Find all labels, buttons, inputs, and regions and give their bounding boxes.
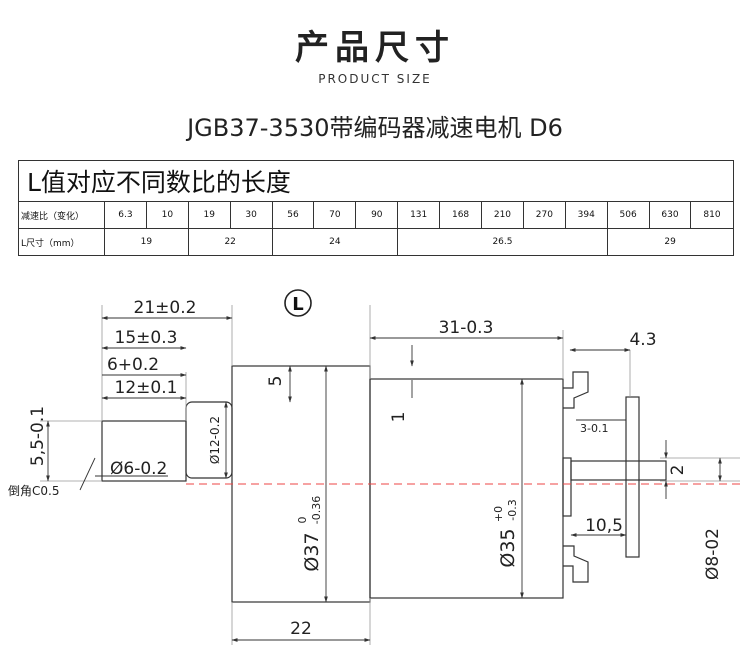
dim-4-3: 4.3: [629, 330, 656, 350]
encoder-shaft: [570, 460, 667, 481]
encoder-disc: [625, 396, 640, 558]
length-cell: 26.5: [397, 228, 608, 256]
ratio-cell: 10: [145, 201, 189, 229]
length-row: L尺寸（mm） 19 22 24 26.5 29: [18, 228, 734, 256]
length-cell: 22: [187, 228, 273, 256]
ratio-cell: 630: [648, 201, 692, 229]
dim-12: 12±0.1: [115, 378, 178, 398]
ratio-cell: 131: [397, 201, 441, 229]
length-cell: 24: [271, 228, 399, 256]
dim-3: 3-0.1: [580, 422, 608, 435]
terminal-top: [563, 371, 589, 409]
dim-31: 31-0.3: [439, 318, 494, 338]
dim-d37: Ø37: [301, 532, 323, 571]
dim-d37-tol-bot: -0.36: [310, 496, 323, 524]
dimension-labels: 21±0.2 15±0.3 6+0.2 12±0.1 5,5-0.1 倒角C0.…: [8, 298, 723, 639]
terminal-bottom: [563, 545, 589, 583]
dim-1: 1: [389, 412, 409, 423]
ratio-cell: 810: [690, 201, 734, 229]
page-subtitle: PRODUCT SIZE: [318, 72, 432, 86]
table-caption: L值对应不同数比的长度: [18, 160, 734, 202]
l-marker-circle: [284, 289, 312, 317]
dim-d8: Ø8-02: [703, 528, 723, 580]
l-marker-label: L: [292, 294, 303, 315]
chamfer-label: 倒角C0.5: [8, 484, 59, 498]
ratio-cell: 394: [564, 201, 608, 229]
dim-d35-tol-bot: -0.3: [506, 499, 519, 520]
dim-21: 21±0.2: [134, 298, 197, 318]
dim-d6: Ø6-0.2: [110, 459, 167, 479]
model-name: JGB37-3530带编码器减速电机 D6: [187, 114, 563, 142]
dim-d35: Ø35: [497, 528, 519, 567]
dimension-lines: [46, 316, 722, 642]
dim-d35-tol-top: +0: [492, 506, 505, 522]
length-cell: 19: [104, 228, 189, 256]
dim-15: 15±0.3: [115, 328, 178, 348]
page-title: 产品尺寸: [295, 28, 455, 68]
ratio-cell: 19: [187, 201, 231, 229]
dim-d37-tol-top: 0: [296, 517, 309, 524]
ratio-row-header: 减速比（变化）: [18, 201, 105, 229]
dim-2: 2: [668, 465, 688, 476]
length-ratio-table: L值对应不同数比的长度 减速比（变化） 6.3 10 19 30 56 70 9…: [18, 160, 734, 256]
ratio-cell: 168: [439, 201, 483, 229]
dim-22: 22: [290, 619, 312, 639]
length-row-header: L尺寸（mm）: [18, 228, 105, 256]
ratio-cell: 210: [481, 201, 524, 229]
length-cell: 29: [606, 228, 734, 256]
dim-10-5: 10,5: [585, 516, 623, 536]
dim-6: 6+0.2: [107, 355, 159, 375]
dim-5: 5: [266, 376, 286, 387]
motor-outline: [101, 365, 667, 603]
motor-rear-boss: [562, 457, 572, 517]
ratio-cell: 506: [606, 201, 650, 229]
ratio-cell: 6.3: [104, 201, 147, 229]
dim-d12: Ø12-0.2: [208, 416, 222, 464]
dim-5-5: 5,5-0.1: [28, 406, 48, 466]
ratio-cell: 70: [313, 201, 357, 229]
ratio-cell: 270: [522, 201, 566, 229]
ratio-cell: 30: [229, 201, 273, 229]
ratio-row: 减速比（变化） 6.3 10 19 30 56 70 90 131 168 21…: [18, 201, 734, 229]
ratio-cell: 90: [355, 201, 399, 229]
